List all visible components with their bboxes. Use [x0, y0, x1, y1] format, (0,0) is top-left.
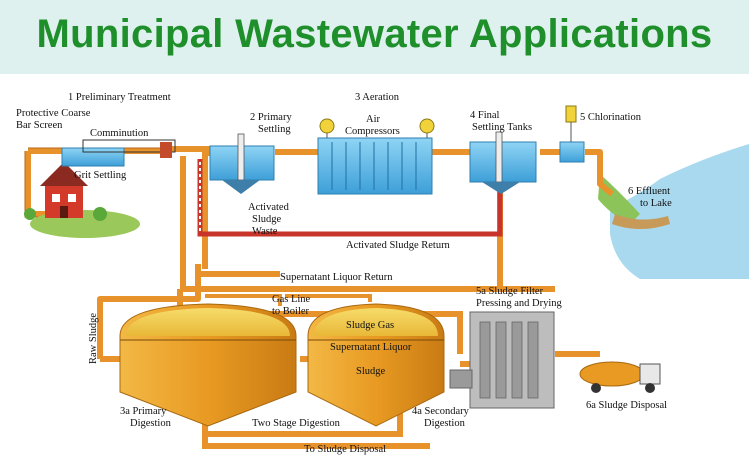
- aeration-tank: [317, 137, 433, 195]
- label-filter-2: Pressing and Drying: [476, 298, 562, 309]
- lake: [598, 144, 749, 279]
- label-secondary-dig-1: 4a Secondary: [412, 406, 470, 417]
- return-pipe: [197, 159, 503, 237]
- label-effluent-2: to Lake: [640, 198, 672, 209]
- label-activated-3: Waste: [252, 226, 278, 237]
- label-final-1: 4 Final: [470, 110, 500, 121]
- gas-line: [205, 294, 372, 306]
- secondary-digester: [307, 303, 445, 427]
- label-primary-dig-1: 3a Primary: [120, 406, 167, 417]
- label-supernatant-return: Supernatant Liquor Return: [280, 272, 393, 283]
- label-return: Activated Sludge Return: [346, 240, 451, 251]
- label-to-disposal: To Sludge Disposal: [304, 444, 386, 455]
- label-comminution: Comminution: [90, 128, 149, 139]
- label-preliminary: 1 Preliminary Treatment: [68, 92, 171, 103]
- label-primary-2: Settling: [258, 124, 291, 135]
- label-primary-1: 2 Primary: [250, 112, 292, 123]
- label-grit: Grit Settling: [74, 170, 127, 181]
- label-air: Air: [366, 114, 381, 125]
- label-aeration: 3 Aeration: [355, 92, 400, 103]
- sludge-filter: [449, 311, 555, 409]
- label-protective: Protective Coarse: [16, 108, 91, 119]
- label-compressors: Compressors: [345, 126, 400, 137]
- primary-digester: [119, 303, 297, 427]
- label-raw-sludge: Raw Sludge: [88, 313, 99, 364]
- wastewater-diagram: 1 Preliminary Treatment Protective Coars…: [16, 92, 749, 455]
- label-primary-dig-2: Digestion: [130, 418, 172, 429]
- label-gas-2: to Boiler: [272, 306, 310, 317]
- labels: 1 Preliminary Treatment Protective Coars…: [16, 92, 672, 455]
- grit-tank: [61, 147, 125, 167]
- label-chlorination: 5 Chlorination: [580, 112, 642, 123]
- label-activated-1: Activated: [248, 202, 290, 213]
- label-activated-2: Sludge: [252, 214, 282, 225]
- title-banner: Municipal Wastewater Applications: [0, 0, 749, 74]
- final-settling-tank: [469, 131, 537, 194]
- label-sludge: Sludge: [356, 366, 386, 377]
- comminution-unit: [82, 139, 176, 158]
- label-gas-1: Gas Line: [272, 294, 311, 305]
- label-two-stage: Two Stage Digestion: [252, 418, 341, 429]
- primary-settling-tank: [209, 133, 275, 194]
- label-supernatant-liquor: Supernatant Liquor: [330, 342, 412, 353]
- label-effluent-1: 6 Effluent: [628, 186, 670, 197]
- label-disposal: 6a Sludge Disposal: [586, 400, 667, 411]
- label-secondary-dig-2: Digestion: [424, 418, 466, 429]
- label-sludge-gas: Sludge Gas: [346, 320, 394, 331]
- page-title: Municipal Wastewater Applications: [36, 12, 713, 56]
- label-bar-screen: Bar Screen: [16, 120, 63, 131]
- chlorination-unit: [559, 105, 585, 163]
- sludge-truck-icon: [579, 361, 661, 393]
- label-final-2: Settling Tanks: [472, 122, 532, 133]
- air-compressor-icon: [319, 118, 435, 138]
- label-filter-1: 5a Sludge Filter: [476, 286, 544, 297]
- house: [24, 162, 140, 238]
